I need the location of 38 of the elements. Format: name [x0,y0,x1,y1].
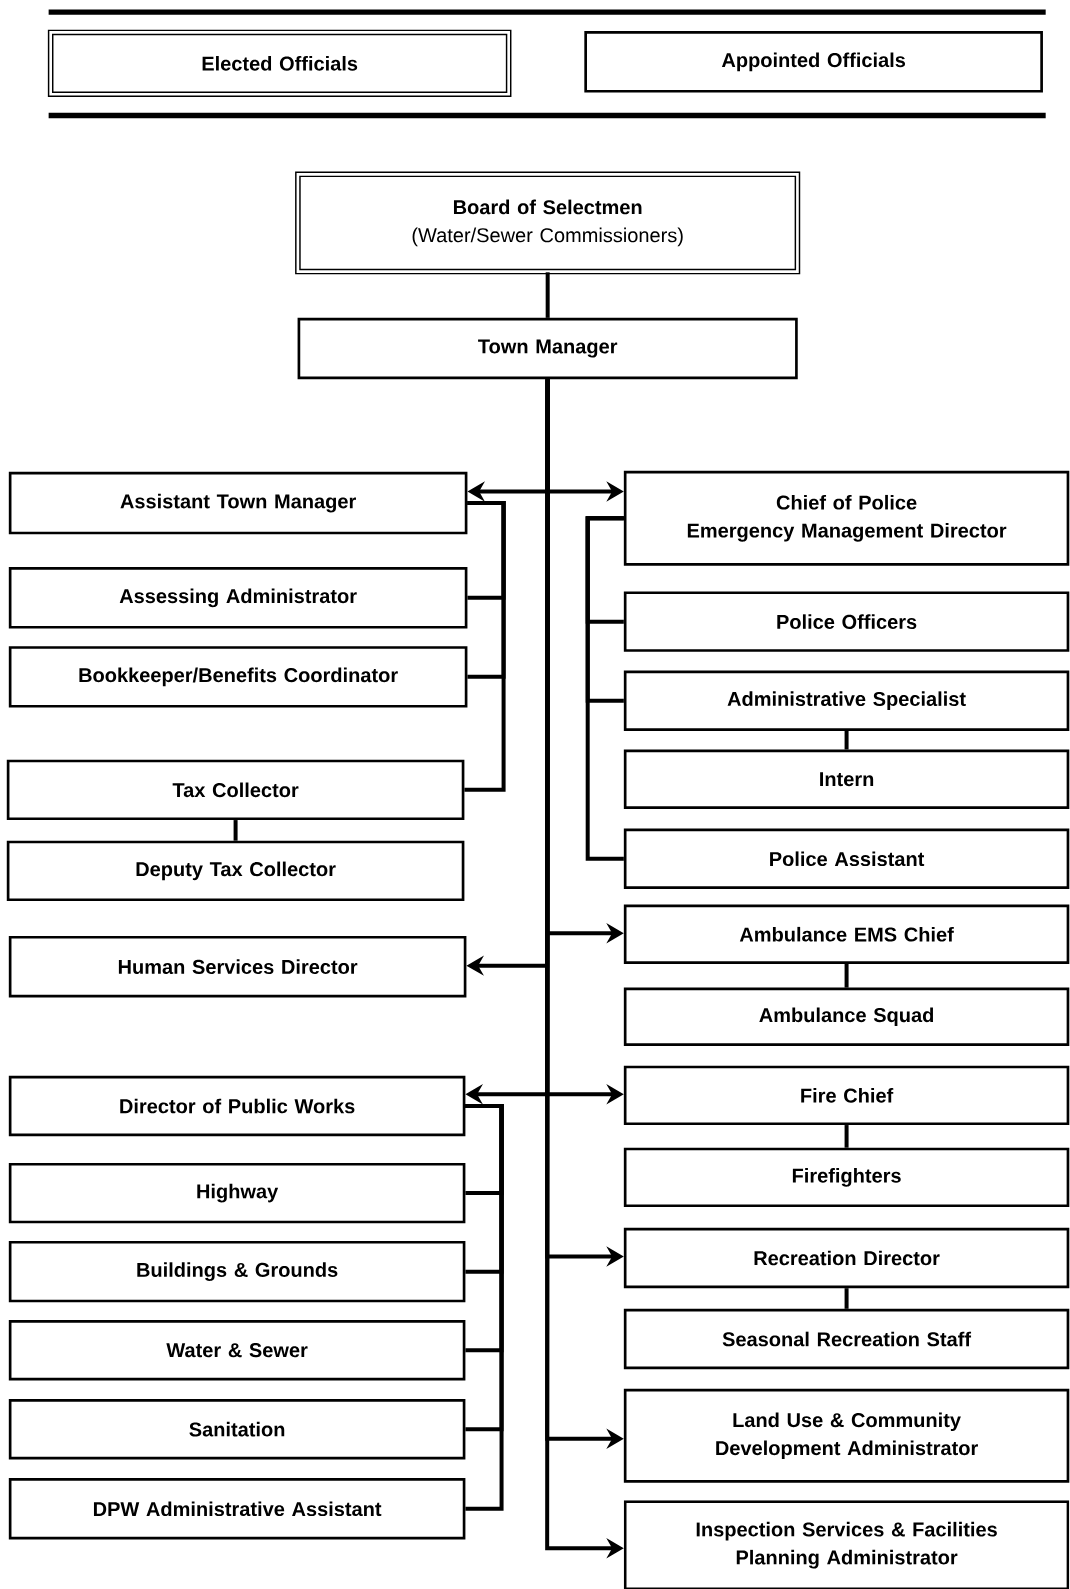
connector-line [465,1104,504,1511]
position-box: Buildings & Grounds [8,1240,466,1303]
position-box: Sanitation [8,1399,466,1460]
position-box: Administrative Specialist [623,670,1070,731]
connector-line [844,730,849,750]
position-box: Police Officers [623,591,1070,652]
position-box: Ambulance EMS Chief [623,904,1070,964]
position-box: Board of Selectmen (Water/Sewer Commissioners) [295,171,801,275]
position-box: Town Manager [297,317,798,380]
position-box: Tax Collector [6,759,465,821]
connector-line [545,272,550,318]
position-box: Inspection Services & Facilities Planning Administrator [623,1500,1070,1589]
position-box: Human Services Director [8,935,467,998]
position-box: Seasonal Recreation Staff [623,1308,1070,1370]
position-box: Intern [623,749,1070,809]
position-box: Recreation Director [623,1227,1070,1289]
position-box: Assessing Administrator [8,567,468,629]
connector-line [844,963,849,988]
connector-line [844,1125,849,1148]
connector-line [233,820,238,841]
position-box: Highway [8,1162,466,1224]
position-box: Assistant Town Manager [8,471,468,535]
position-box: Ambulance Squad [623,987,1070,1046]
position-box: Fire Chief [623,1065,1070,1126]
position-box: Police Assistant [623,828,1070,889]
position-box: DPW Administrative Assistant [8,1478,466,1540]
position-box: Director of Public Works [8,1075,466,1137]
position-box: Bookkeeper/Benefits Coordinator [8,646,468,708]
connector-line [844,1288,849,1309]
category-box: Appointed Officials [584,31,1043,93]
connector-line [464,501,506,792]
position-box: Firefighters [623,1147,1070,1208]
connector-line [585,516,624,861]
category-box: Elected Officials [47,29,512,98]
position-box: Chief of Police Emergency Management Director [623,470,1070,566]
position-box: Water & Sewer [8,1319,466,1381]
position-box: Land Use & Community Development Administrator [623,1388,1070,1483]
position-box: Deputy Tax Collector [6,840,465,902]
